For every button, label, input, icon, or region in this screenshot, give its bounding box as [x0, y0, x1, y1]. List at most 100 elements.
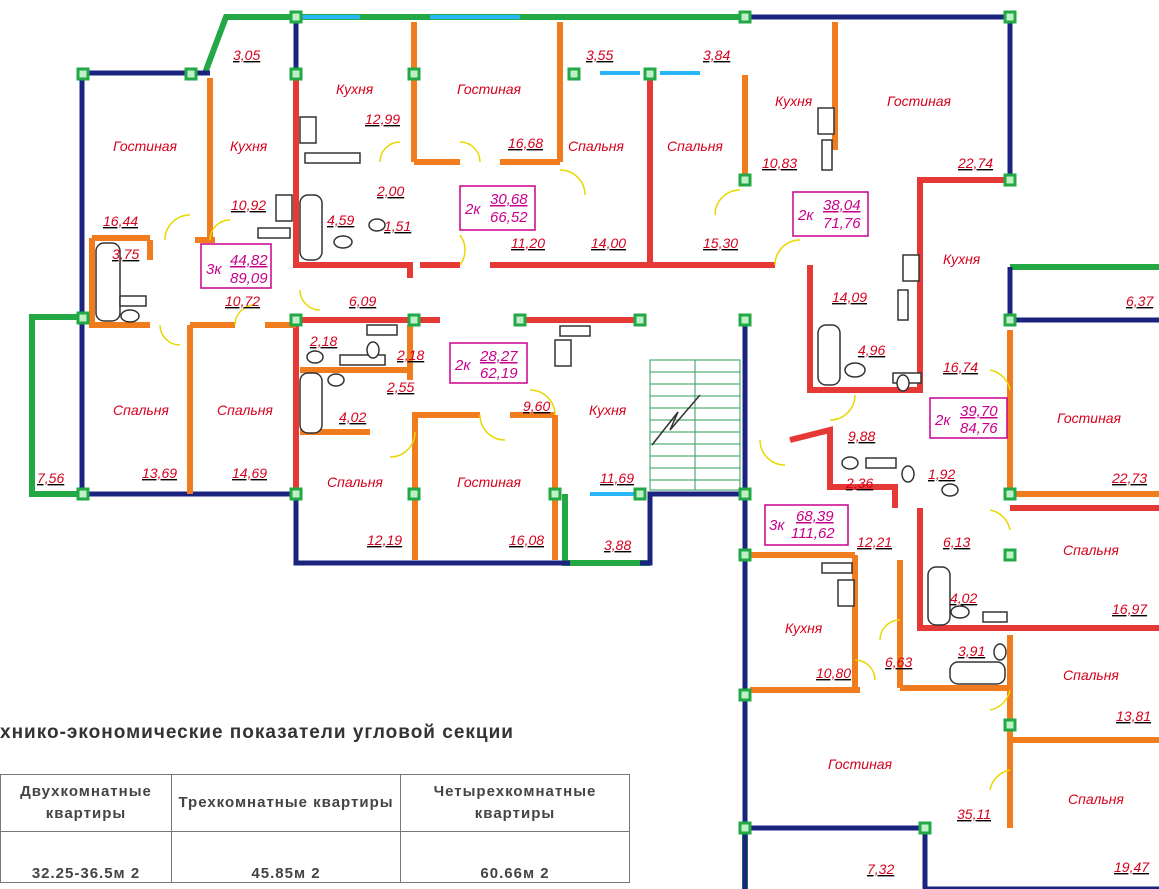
svg-text:38,04: 38,04: [823, 197, 861, 214]
tei-val-three-room: 45.85м 2: [171, 831, 401, 883]
area-label: 10,83: [762, 155, 797, 171]
room-label: Кухня: [230, 138, 268, 154]
room-label: Кухня: [336, 81, 374, 97]
apartment-tag: 2к 38,04 71,76: [792, 191, 869, 237]
area-label: 1,51: [384, 218, 411, 234]
room-label: Гостиная: [457, 474, 522, 490]
apartment-tag: 3к 68,39 111,62: [764, 504, 849, 546]
svg-text:2к: 2к: [934, 412, 951, 429]
svg-text:44,82: 44,82: [230, 252, 268, 269]
apartment-tags: 3к 44,82 89,09 2к 30,68 66,52 2к 38,04 7…: [200, 185, 1008, 546]
room-label: Гостиная: [887, 93, 952, 109]
partitions: [89, 22, 1159, 828]
area-labels: 3,05 3,55 3,84 12,99 16,68 10,83 22,74 1…: [37, 47, 1154, 877]
area-label: 9,60: [523, 398, 550, 414]
door-swings: [159, 141, 1011, 791]
tei-val-four-room: 60.66м 2: [400, 831, 630, 883]
area-label: 6,09: [349, 293, 376, 309]
area-label: 12,19: [367, 532, 402, 548]
area-label: 6,37: [1126, 293, 1154, 309]
area-label: 7,56: [37, 470, 64, 486]
area-label: 16,44: [103, 213, 138, 229]
load-walls: [293, 73, 1159, 631]
svg-text:2к: 2к: [797, 207, 814, 224]
svg-text:30,68: 30,68: [490, 191, 528, 208]
area-label: 9,88: [848, 428, 875, 444]
area-label: 7,32: [867, 861, 894, 877]
room-label: Гостиная: [457, 81, 522, 97]
tei-val-two-room: 32.25-36.5м 2: [0, 831, 172, 883]
svg-text:62,19: 62,19: [480, 365, 518, 382]
apartment-tag: 2к 39,70 84,76: [929, 397, 1008, 439]
room-label: Спальня: [1063, 542, 1119, 558]
stairwell: [649, 359, 741, 491]
area-label: 11,20: [511, 235, 545, 251]
room-label: Гостиная: [1057, 410, 1122, 426]
area-label: 15,30: [703, 235, 738, 251]
room-label: Спальня: [327, 474, 383, 490]
svg-text:66,52: 66,52: [490, 209, 528, 226]
room-label: Кухня: [775, 93, 813, 109]
area-label: 10,72: [225, 293, 260, 309]
room-label: Гостиная: [113, 138, 178, 154]
tei-head-row: Двухкомнатные квартиры Трехкомнатные ква…: [0, 774, 630, 832]
svg-text:3к: 3к: [769, 517, 785, 534]
area-label: 14,69: [232, 465, 267, 481]
area-label: 4,02: [339, 409, 366, 425]
area-label: 3,05: [233, 47, 260, 63]
svg-text:3к: 3к: [206, 261, 222, 278]
area-label: 16,74: [943, 359, 978, 375]
room-label: Спальня: [1063, 667, 1119, 683]
room-label: Спальня: [1068, 791, 1124, 807]
area-label: 3,75: [112, 246, 139, 262]
svg-text:39,70: 39,70: [960, 403, 998, 420]
room-label: Спальня: [667, 138, 723, 154]
area-label: 12,21: [857, 534, 892, 550]
room-label: Гостиная: [828, 756, 893, 772]
area-label: 14,00: [591, 235, 626, 251]
svg-text:71,76: 71,76: [823, 215, 861, 232]
area-label: 16,97: [1112, 601, 1148, 617]
area-label: 2,36: [845, 475, 873, 491]
svg-text:68,39: 68,39: [796, 508, 834, 525]
area-label: 3,91: [958, 643, 985, 659]
wall-nodes: [76, 10, 1017, 835]
apartment-tag: 2к 30,68 66,52: [459, 185, 536, 231]
area-label: 4,59: [327, 212, 354, 228]
room-label: Кухня: [943, 251, 981, 267]
bathtubs: [95, 194, 1006, 685]
toilets: [120, 218, 1007, 661]
room-label: Спальня: [568, 138, 624, 154]
area-label: 14,09: [832, 289, 867, 305]
area-label: 35,11: [957, 806, 991, 822]
room-label: Кухня: [589, 402, 627, 418]
area-label: 13,69: [142, 465, 177, 481]
area-label: 3,84: [703, 47, 730, 63]
svg-text:2к: 2к: [464, 201, 481, 218]
tei-value-row: 32.25-36.5м 2 45.85м 2 60.66м 2: [0, 831, 630, 883]
area-label: 22,73: [1111, 470, 1147, 486]
area-label: 2,00: [376, 183, 404, 199]
area-label: 1,92: [928, 466, 955, 482]
room-label: Кухня: [785, 620, 823, 636]
sinks-counters: [119, 139, 1008, 623]
tei-head-two-room: Двухкомнатные квартиры: [0, 774, 172, 832]
area-label: 3,88: [604, 537, 631, 553]
area-label: 2,18: [396, 347, 424, 363]
area-label: 22,74: [957, 155, 993, 171]
apartment-tag: 2к 28,27 62,19: [449, 342, 528, 384]
tei-head-three-room: Трехкомнатные квартиры: [171, 774, 401, 832]
tei-head-four-room: Четырехкомнатные квартиры: [400, 774, 630, 832]
room-labels: Гостиная Кухня Кухня Гостиная Спальня Сп…: [113, 81, 1124, 807]
room-label: Спальня: [217, 402, 273, 418]
area-label: 10,92: [231, 197, 266, 213]
area-label: 6,13: [943, 534, 970, 550]
room-label: Спальня: [113, 402, 169, 418]
area-label: 19,47: [1114, 859, 1150, 875]
apartment-tag: 3к 44,82 89,09: [200, 243, 272, 289]
tei-table: Двухкомнатные квартиры Трехкомнатные ква…: [0, 774, 630, 883]
svg-text:84,76: 84,76: [960, 420, 998, 437]
area-label: 16,08: [509, 532, 544, 548]
area-label: 10,80: [816, 665, 851, 681]
